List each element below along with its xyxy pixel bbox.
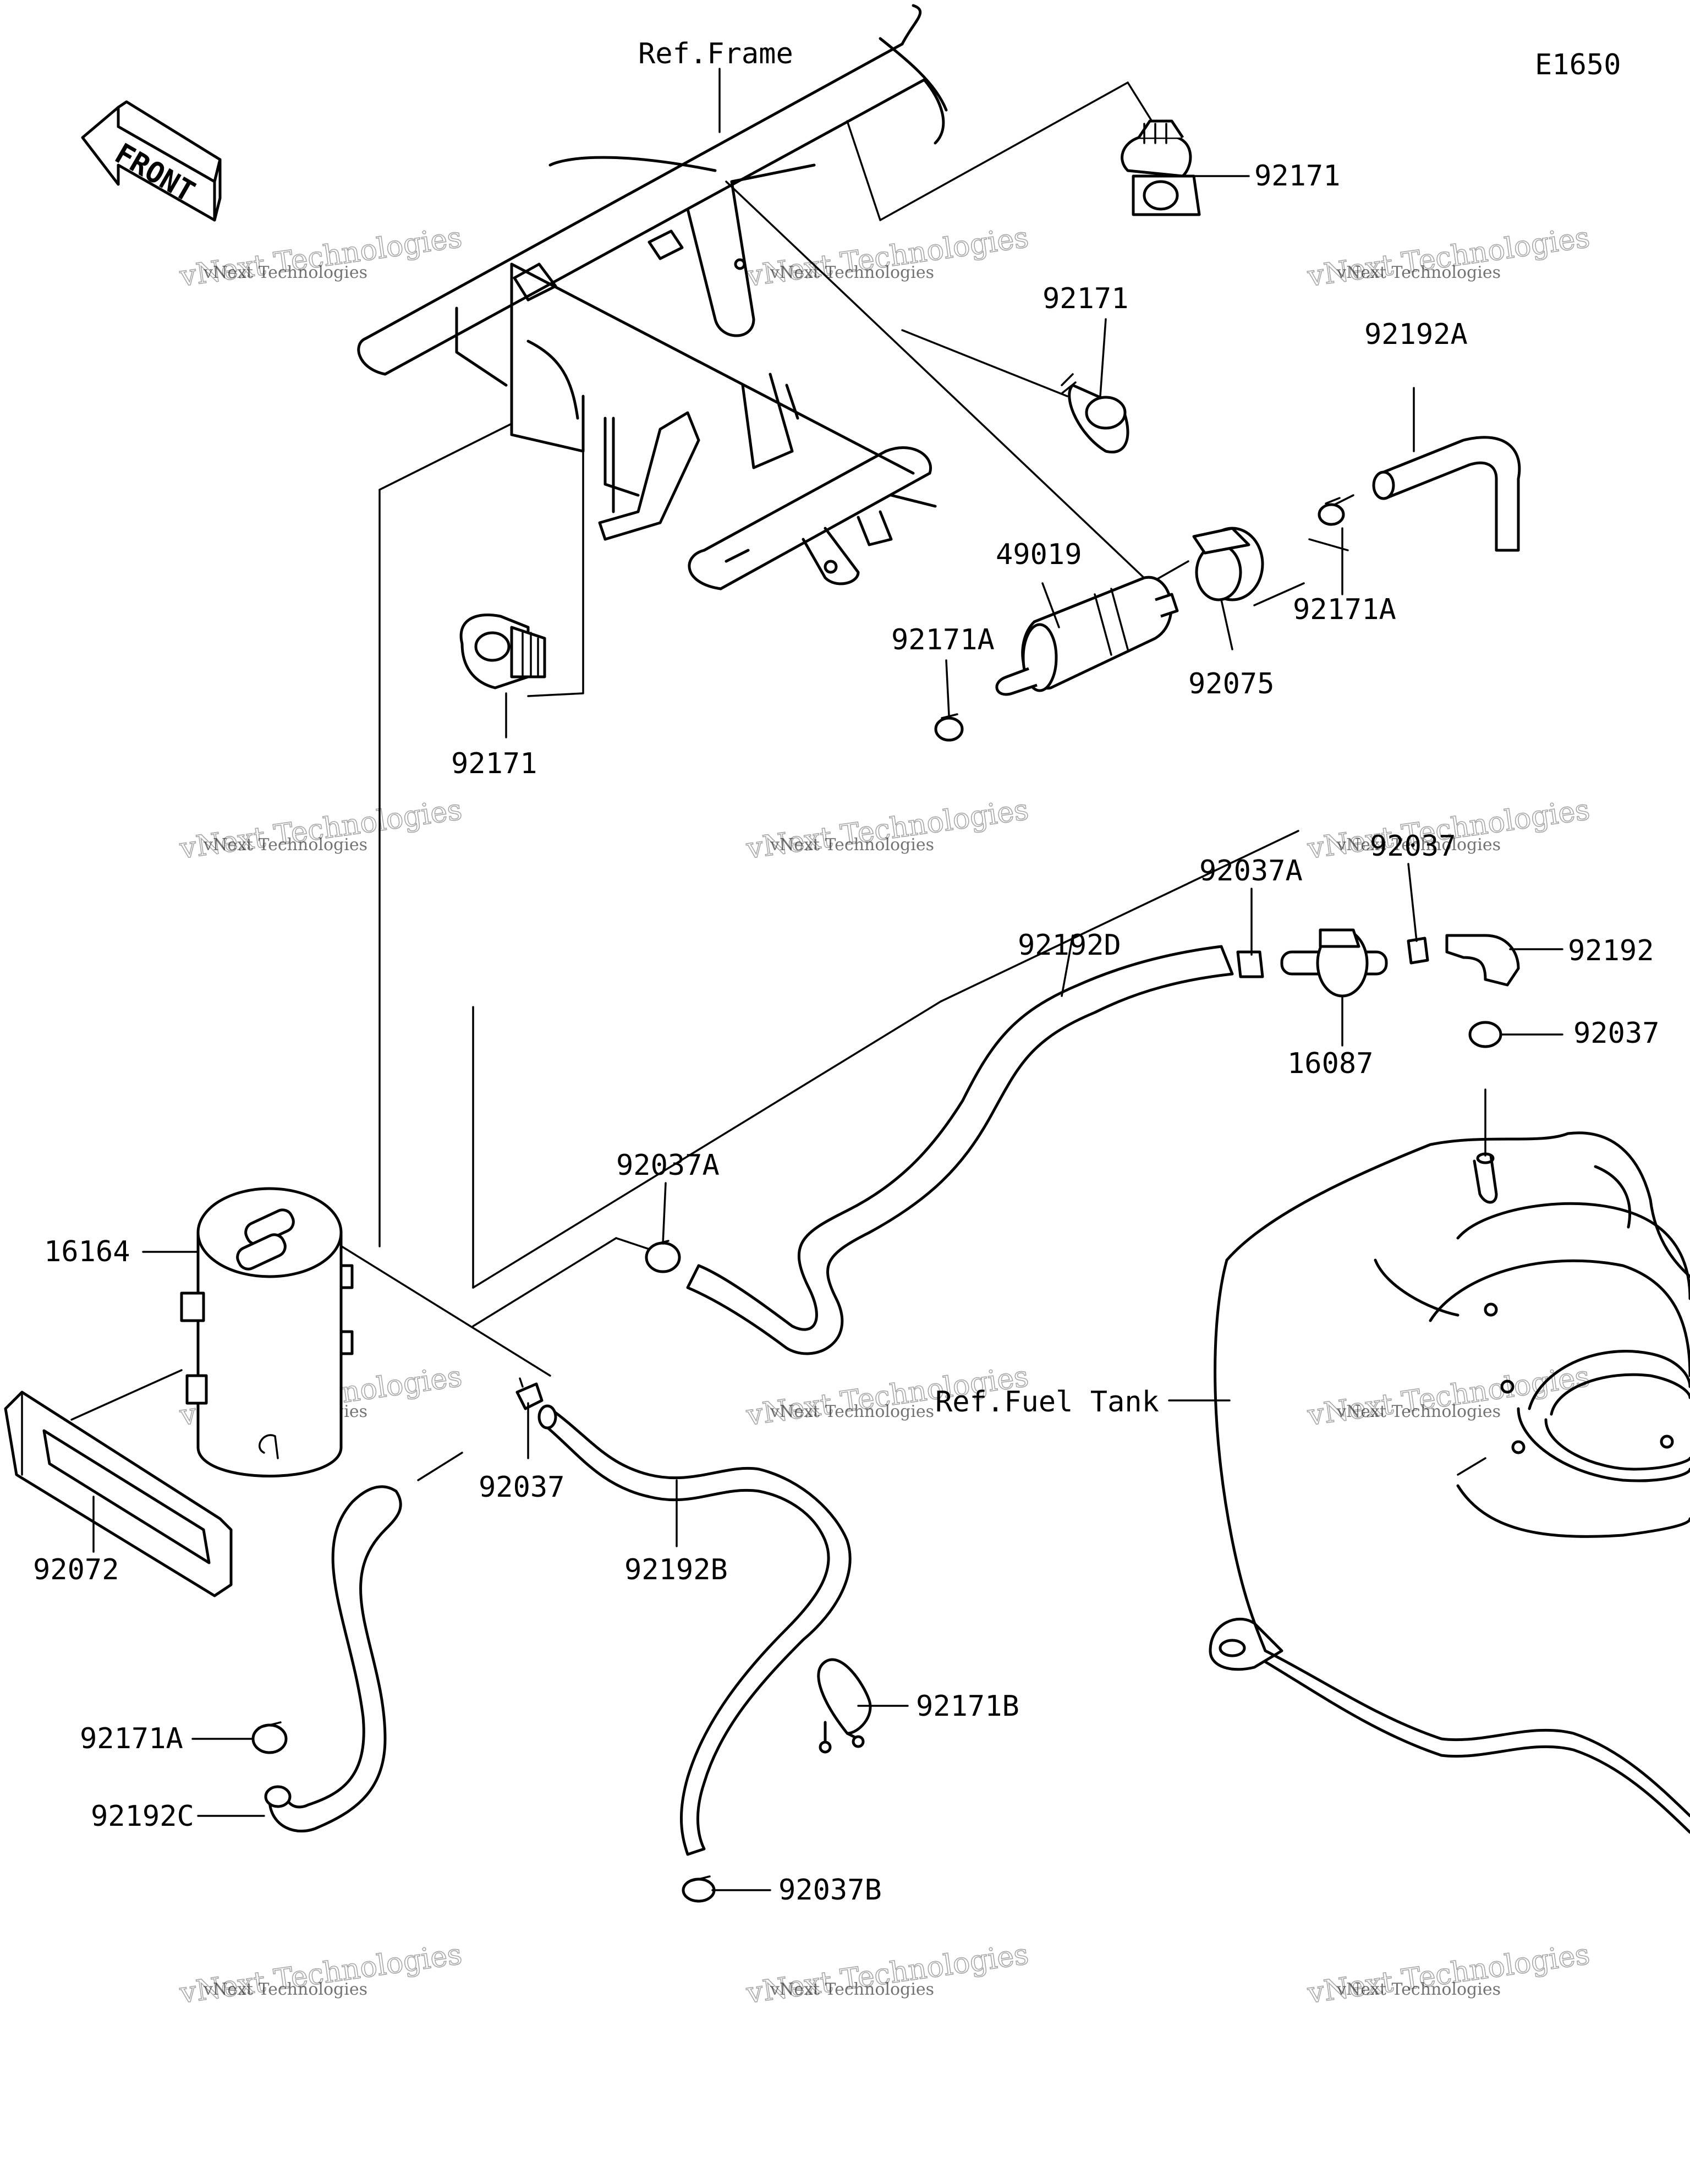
part-label-92171-top: 92171 bbox=[1254, 160, 1341, 193]
watermark: vNext Technologies bbox=[203, 1980, 367, 1999]
part-label-92037-right: 92037 bbox=[1573, 1017, 1660, 1050]
hose-92192C-icon bbox=[264, 1485, 402, 1833]
bracket-92072-icon bbox=[4, 1391, 233, 1597]
label-leaders bbox=[92, 175, 1563, 1891]
watermark: vNext Technologies bbox=[203, 835, 367, 855]
clamp-92075-icon bbox=[1192, 527, 1264, 601]
watermark: vNext Technologies bbox=[177, 1938, 464, 2010]
clip-92037A-mid-icon bbox=[645, 1240, 681, 1273]
frame-assembly bbox=[357, 4, 948, 590]
watermark: vNext Technologies bbox=[1336, 1980, 1501, 1999]
part-label-16164: 16164 bbox=[44, 1235, 130, 1268]
watermark: vNext Technologies bbox=[177, 793, 464, 866]
clip-92037A-top-icon bbox=[1236, 950, 1264, 978]
part-label-92075: 92075 bbox=[1188, 667, 1275, 700]
part-label-92171A-mid: 92171A bbox=[891, 623, 995, 656]
clip-92171-mid-icon bbox=[1061, 373, 1129, 453]
watermark: vNext Technologies bbox=[744, 221, 1030, 293]
part-label-16087: 16087 bbox=[1287, 1047, 1374, 1080]
clip-92037B-icon bbox=[682, 1875, 716, 1903]
watermark: vNext Technologies bbox=[770, 835, 934, 855]
hose-92192A-icon bbox=[1372, 436, 1521, 552]
fuel-filter-49019-icon bbox=[995, 576, 1179, 696]
part-label-92037-mid: 92037 bbox=[479, 1471, 565, 1504]
watermark: vNext Technologies bbox=[1305, 221, 1592, 293]
part-label-92037A-mid: 92037A bbox=[616, 1149, 720, 1182]
fuel-tank-assembly bbox=[1209, 1131, 1690, 1834]
watermark: vNext Technologies bbox=[770, 263, 934, 282]
watermark: vNext Technologies bbox=[203, 263, 367, 282]
hose-92192D-icon bbox=[686, 945, 1234, 1355]
part-label-92192A: 92192A bbox=[1364, 318, 1468, 351]
part-label-92192B: 92192B bbox=[624, 1553, 728, 1586]
part-label-92037-top: 92037 bbox=[1370, 830, 1456, 863]
part-label-92171-mid: 92171 bbox=[1042, 282, 1129, 315]
watermark: vNext Technologies bbox=[177, 221, 464, 293]
hose-92192B-icon bbox=[537, 1404, 852, 1856]
watermark: vNext Technologies bbox=[744, 793, 1030, 866]
leader-lines bbox=[70, 81, 1486, 1481]
part-label-92171A-low: 92171A bbox=[80, 1722, 183, 1755]
watermark: vNext Technologies bbox=[744, 1938, 1030, 2010]
part-label-92037A-top: 92037A bbox=[1199, 855, 1303, 888]
clamp-92171A-low-icon bbox=[251, 1721, 288, 1754]
part-label-92192C: 92192C bbox=[91, 1800, 194, 1833]
clip-92171-left-icon bbox=[459, 613, 546, 689]
clip-92171-top-icon bbox=[1121, 119, 1201, 216]
clip-92037-right-icon bbox=[1468, 1021, 1502, 1048]
clip-92037-top-icon bbox=[1407, 937, 1429, 965]
clip-92171B-icon bbox=[817, 1658, 872, 1754]
clamp-92171A-right-icon bbox=[1318, 497, 1345, 526]
watermark: vNext Technologies bbox=[770, 1980, 934, 1999]
watermark: vNext Technologies bbox=[1305, 1938, 1592, 2010]
part-label-92171B: 92171B bbox=[916, 1690, 1019, 1723]
clamp-92171A-mid-icon bbox=[934, 713, 964, 742]
watermark: vNext Technologies bbox=[1336, 835, 1501, 855]
watermark: vNext Technologies bbox=[1336, 263, 1501, 282]
part-label-92192: 92192 bbox=[1568, 934, 1654, 967]
clip-92037-mid-icon bbox=[515, 1377, 544, 1410]
part-label-92171A-right: 92171A bbox=[1293, 593, 1396, 626]
watermark: vNext Technologies bbox=[1305, 1360, 1592, 1432]
watermark: vNext Technologies bbox=[1336, 1402, 1501, 1421]
part-label-92171-left: 92171 bbox=[451, 747, 537, 780]
valve-16087-icon bbox=[1280, 928, 1388, 998]
ref-fuel-tank-label: Ref.Fuel Tank bbox=[935, 1386, 1159, 1419]
ref-frame-label: Ref.Frame bbox=[638, 37, 793, 70]
canister-16164-icon bbox=[180, 1187, 354, 1477]
part-label-92192D: 92192D bbox=[1018, 929, 1121, 962]
part-label-92037B: 92037B bbox=[778, 1874, 882, 1907]
part-label-92072: 92072 bbox=[33, 1553, 119, 1586]
hose-92192-icon bbox=[1445, 934, 1520, 987]
front-arrow-icon: FRONT bbox=[81, 100, 222, 222]
part-label-49019: 49019 bbox=[996, 538, 1082, 571]
watermark: vNext Technologies bbox=[770, 1402, 934, 1421]
diagram-code: E1650 bbox=[1535, 48, 1621, 81]
